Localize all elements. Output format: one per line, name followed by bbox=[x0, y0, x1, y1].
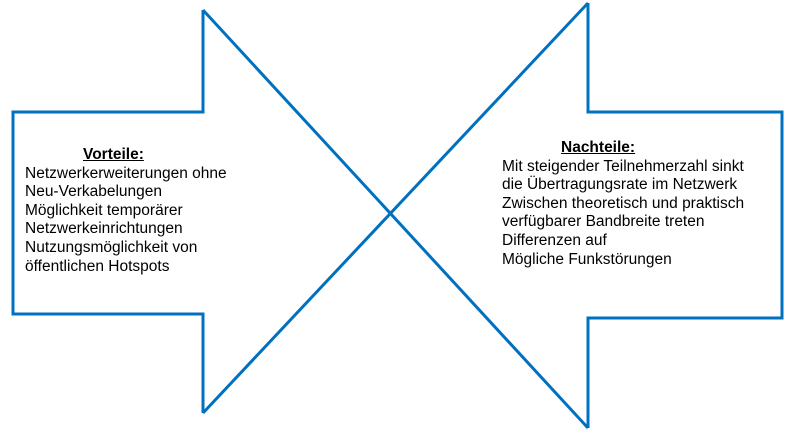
vorteile-line: öffentlichen Hotspots bbox=[25, 257, 170, 275]
nachteile-line: Differenzen auf bbox=[502, 231, 607, 249]
vorteile-arrow-shape bbox=[11, 10, 205, 413]
nachteile-text-block: Nachteile: Mit steigender Teilnehmerzahl… bbox=[502, 139, 744, 269]
nachteile-line: die Übertragungsrate im Netzwerk bbox=[502, 176, 738, 194]
nachteile-line: Mit steigender Teilnehmerzahl sinkt bbox=[502, 157, 744, 175]
vorteile-text-block: Vorteile: Netzwerkerweiterungen ohne Neu… bbox=[25, 146, 227, 276]
vorteile-line: Netzwerkerweiterungen ohne bbox=[25, 164, 227, 182]
vorteile-line: Netzwerkeinrichtungen bbox=[25, 220, 183, 238]
vorteile-line: Nutzungsmöglichkeit von bbox=[25, 238, 198, 256]
arrow-diagonal-1 bbox=[201, 8, 590, 430]
nachteile-line: Zwischen theoretisch und praktisch bbox=[502, 194, 745, 212]
arrow-diagonal-2 bbox=[201, 1, 590, 415]
nachteile-heading: Nachteile: bbox=[561, 139, 636, 156]
nachteile-line: verfügbarer Bandbreite treten bbox=[502, 213, 705, 231]
nachteile-arrow-shape bbox=[586, 3, 784, 428]
vorteile-line: Neu-Verkabelungen bbox=[25, 183, 163, 201]
vorteile-heading: Vorteile: bbox=[83, 146, 144, 163]
vorteile-line: Möglichkeit temporärer bbox=[25, 201, 183, 219]
nachteile-line: Mögliche Funkstörungen bbox=[502, 250, 672, 268]
